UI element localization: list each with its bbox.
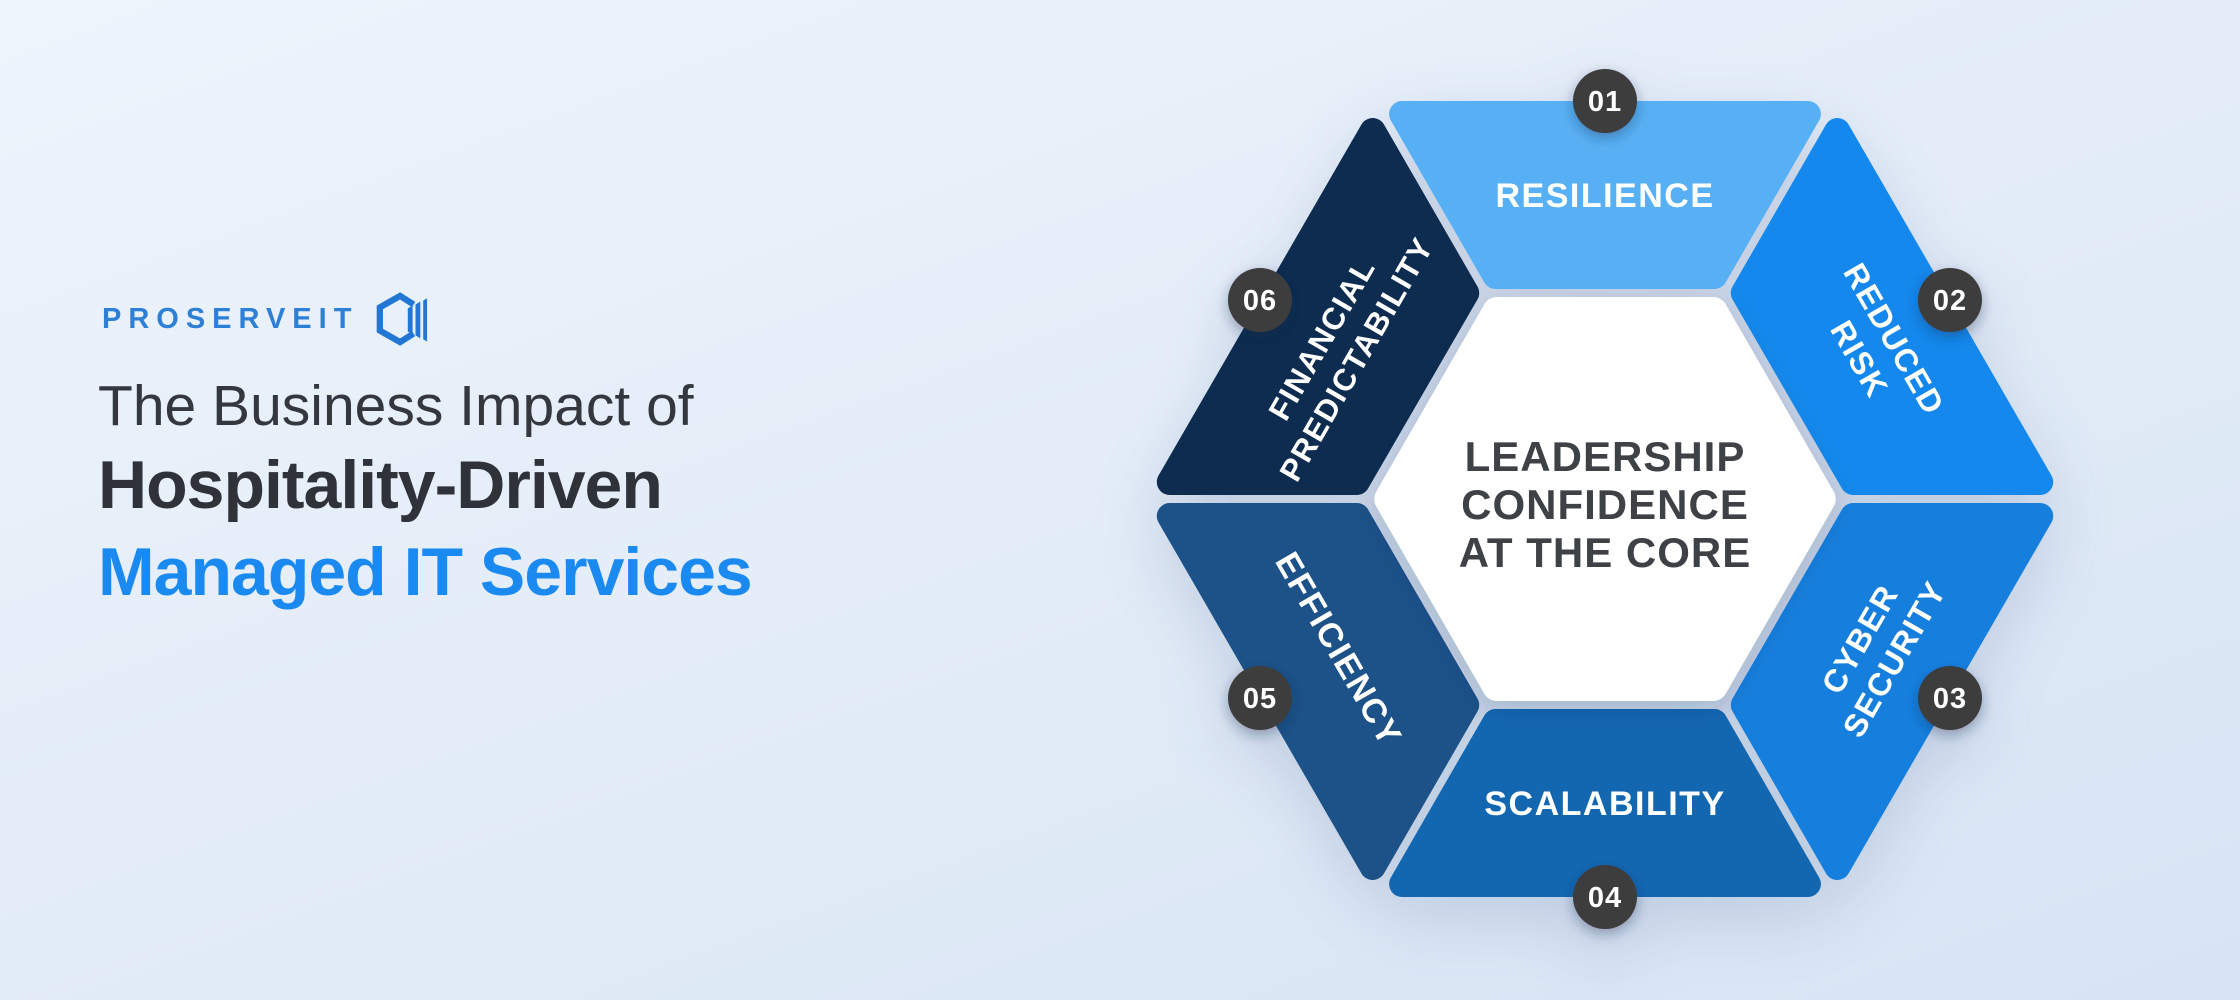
center-line-2: CONFIDENCE [1461, 481, 1749, 528]
segment-01-label: RESILIENCE [1495, 177, 1714, 215]
badge-01: 01 [1573, 69, 1637, 133]
segment-04-shape [1389, 709, 1821, 897]
badge-03: 03 [1918, 666, 1982, 730]
proserveit-hexagon-logo-icon [377, 292, 428, 346]
headline-line-2: Hospitality-Driven [98, 447, 663, 523]
badge-02-circle [1918, 268, 1982, 332]
segment-01-label-line-1: RESILIENCE [1495, 177, 1714, 215]
center-text: LEADERSHIP CONFIDENCE AT THE CORE [1459, 433, 1752, 576]
badge-04: 04 [1573, 865, 1637, 929]
badge-05-circle [1228, 666, 1292, 730]
segment-02-shape [1730, 118, 2054, 495]
badge-02-number: 02 [1933, 285, 1967, 317]
segment-06-shape [1156, 118, 1480, 495]
badge-01-number: 01 [1588, 86, 1622, 118]
center-line-1: LEADERSHIP [1465, 433, 1746, 480]
badge-06-circle [1228, 268, 1292, 332]
segment-03-shape [1730, 503, 2054, 880]
segment-05-shape [1156, 503, 1480, 880]
badge-04-number: 04 [1588, 882, 1622, 914]
center-hexagon [1374, 297, 1836, 701]
badge-04-circle [1573, 865, 1637, 929]
hexagon-segments: RESILIENCEREDUCEDRISKCYBERSECURITYSCALAB… [1156, 101, 2054, 897]
badge-05-number: 05 [1243, 683, 1277, 715]
hexagon-diagram: RESILIENCEREDUCEDRISKCYBERSECURITYSCALAB… [1156, 69, 2054, 929]
brand: PROSERVEIT [102, 292, 430, 346]
badge-06-number: 06 [1243, 285, 1277, 317]
segment-04-label-line-1: SCALABILITY [1484, 785, 1725, 823]
badge-03-number: 03 [1933, 683, 1967, 715]
center-line-3: AT THE CORE [1459, 529, 1752, 576]
headline: The Business Impact of Hospitality-Drive… [98, 370, 753, 616]
number-badges: 01 02 03 04 05 06 [1228, 69, 1982, 929]
headline-line-1: The Business Impact of [98, 374, 694, 438]
badge-01-circle [1573, 69, 1637, 133]
badge-06: 06 [1228, 268, 1292, 332]
headline-line-3: Managed IT Services [98, 534, 753, 610]
segment-01-shape [1389, 101, 1821, 289]
badge-05: 05 [1228, 666, 1292, 730]
badge-03-circle [1918, 666, 1982, 730]
segment-04-label: SCALABILITY [1484, 785, 1725, 823]
brand-wordmark: PROSERVEIT [102, 302, 359, 335]
badge-02: 02 [1918, 268, 1982, 332]
